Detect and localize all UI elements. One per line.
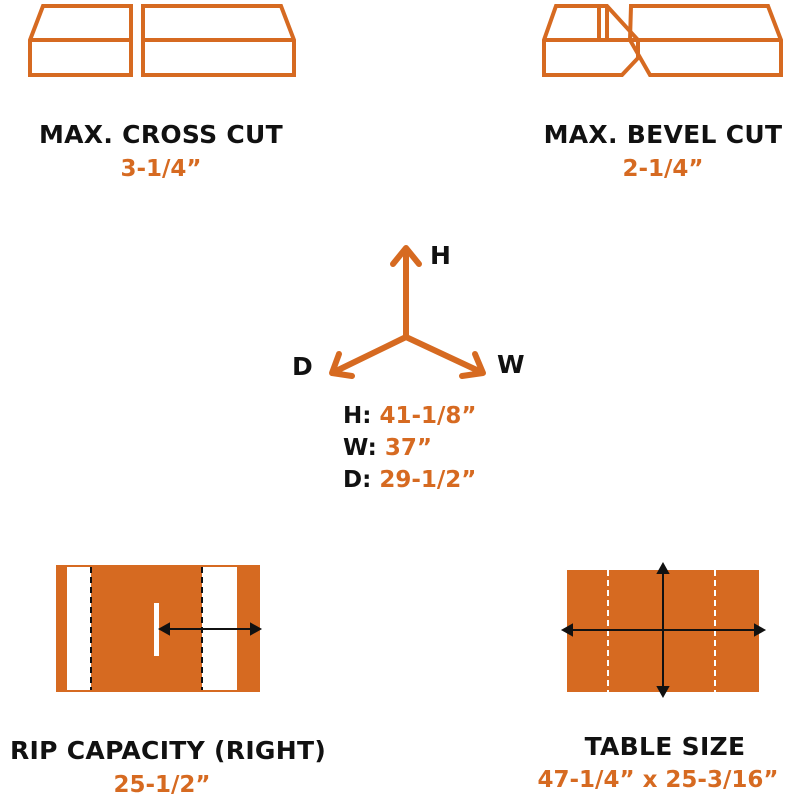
axis-d-label: D [292,352,313,381]
table-size-title: TABLE SIZE [584,732,746,761]
dimension-depth: D: 29-1/2” [343,467,476,493]
table-size-value: 47-1/4” x 25-3/16” [537,767,779,793]
bevel-cut-title: MAX. BEVEL CUT [543,120,783,149]
dimension-width-value: 37” [384,435,433,461]
axis-w-label: W [497,350,525,379]
dimension-height-label: H: [343,403,372,429]
rip-capacity-value: 25-1/2” [113,772,211,798]
dimension-height: H: 41-1/8” [343,403,477,429]
dimension-depth-value: 29-1/2” [379,467,477,493]
dimension-depth-label: D: [343,467,372,493]
cross-cut-value: 3-1/4” [120,156,202,182]
dimension-width: W: 37” [343,435,432,461]
dimension-width-label: W: [343,435,377,461]
dimension-height-value: 41-1/8” [379,403,477,429]
cross-cut-title: MAX. CROSS CUT [38,120,284,149]
axis-h-label: H [430,241,451,270]
bevel-cut-value: 2-1/4” [622,156,704,182]
rip-capacity-title: RIP CAPACITY (RIGHT) [10,736,327,765]
